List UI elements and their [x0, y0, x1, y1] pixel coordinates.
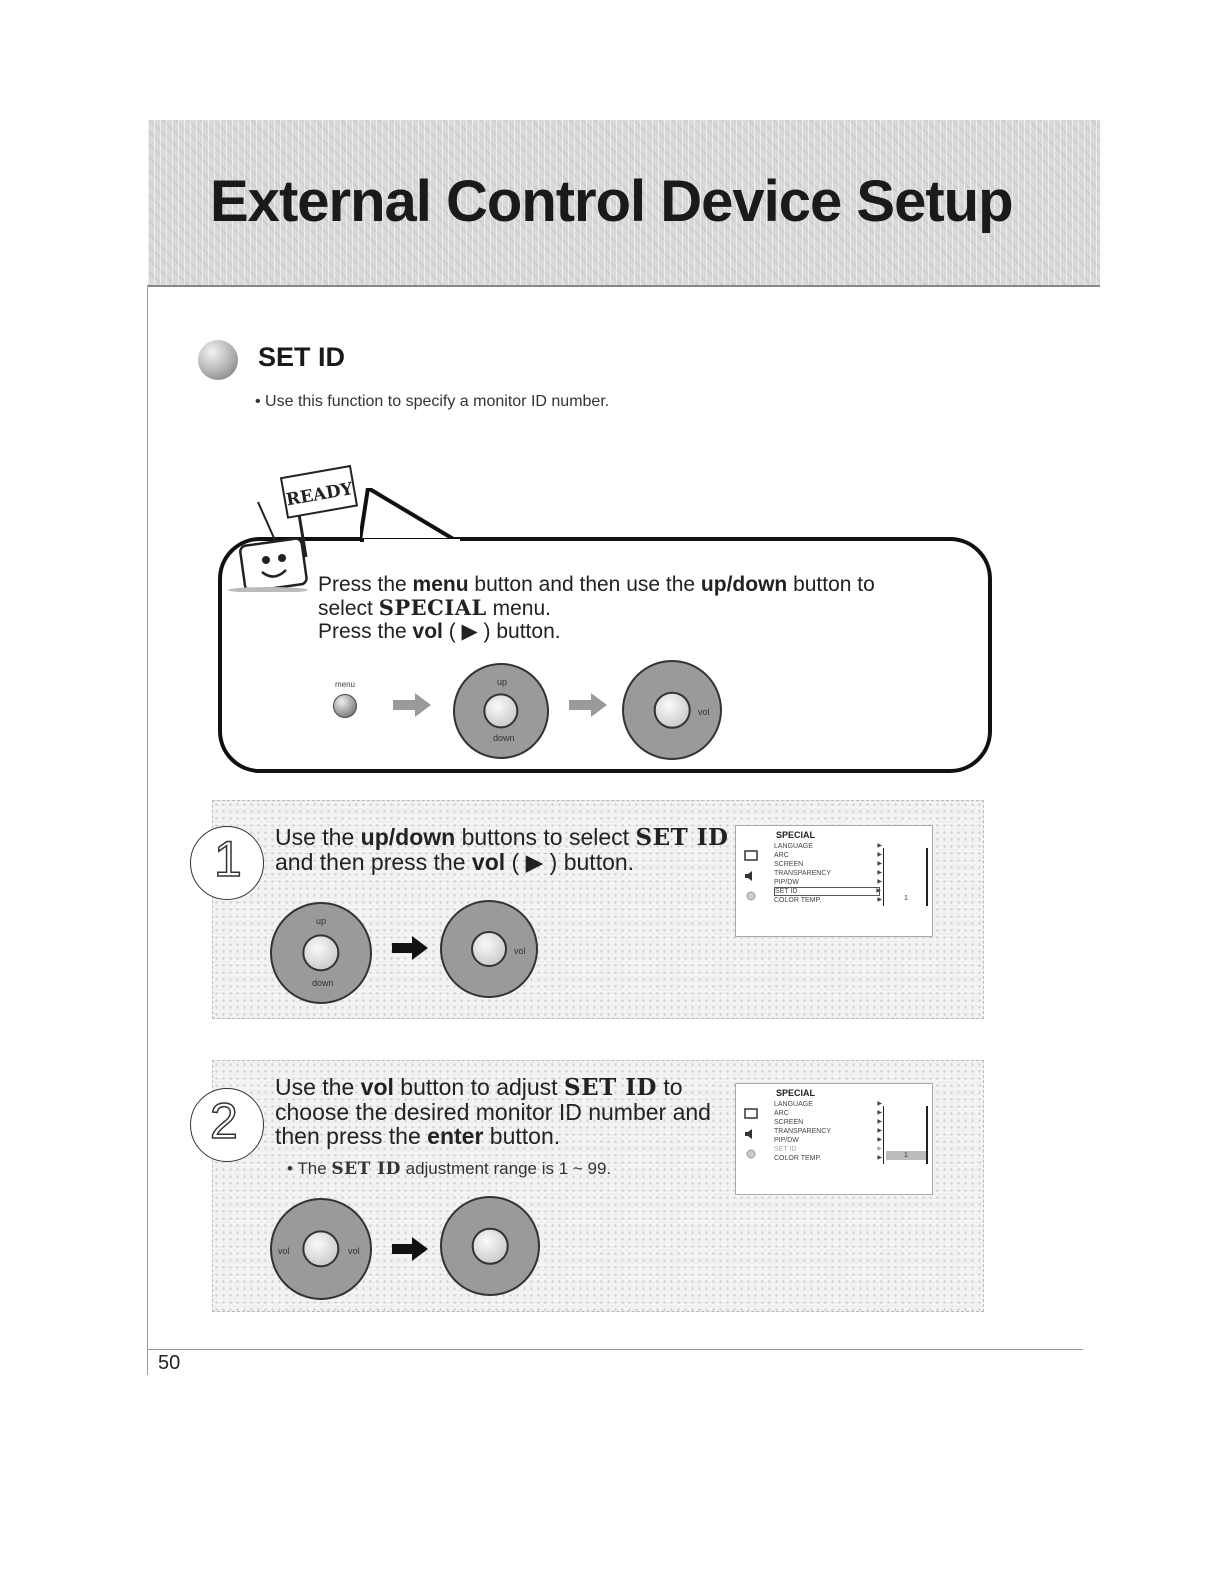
menu-key-label: menu	[334, 680, 355, 689]
dpad-enter-label: enter	[482, 1238, 503, 1248]
header-band	[148, 120, 1100, 287]
step-2-note: • The SET ID adjustment range is 1 ~ 99.	[287, 1159, 612, 1179]
picture-menu-icon	[744, 1108, 758, 1119]
special-menu-icon	[746, 891, 756, 901]
sound-menu-icon	[745, 871, 752, 881]
sound-menu-icon	[745, 1129, 752, 1139]
osd-item[interactable]: ARC▶	[774, 852, 882, 859]
osd-item[interactable]: COLOR TEMP.▶	[774, 1155, 882, 1162]
osd-divider	[883, 1106, 884, 1164]
ready-mascot-icon: READY	[228, 464, 359, 592]
dpad-down-label: down	[493, 733, 515, 743]
step-2-number: 2	[209, 1092, 238, 1150]
osd-item[interactable]: SCREEN▶	[774, 861, 882, 868]
dpad-down-label: down	[312, 978, 334, 988]
step-2-text: Use the vol button to adjust SET ID to c…	[275, 1074, 711, 1149]
osd-item[interactable]: TRANSPARENCY▶	[774, 870, 882, 877]
osd-item[interactable]: TRANSPARENCY▶	[774, 1128, 882, 1135]
osd-divider	[883, 848, 884, 906]
section-bullet-icon	[198, 340, 238, 380]
osd-item-active[interactable]: SET ID▶	[774, 1146, 882, 1153]
step-1-badge	[190, 826, 264, 900]
step-1-up-down-dpad-button[interactable]: up down	[270, 902, 372, 1004]
step-2-vol-dpad-button[interactable]: vol vol	[270, 1198, 372, 1300]
step-2-osd-menu: SPECIAL LANGUAGE▶ ARC▶ SCREEN▶ TRANSPARE…	[735, 1083, 933, 1195]
arrow-right-icon	[392, 936, 428, 960]
dpad-vol-left-label: vol	[278, 1246, 290, 1256]
osd-item[interactable]: LANGUAGE▶	[774, 843, 882, 850]
step-1-text: Use the up/down buttons to select SET ID…	[275, 824, 729, 875]
arrow-right-icon	[569, 693, 607, 717]
page-footer-rule	[147, 1349, 1083, 1350]
dpad-vol-label: vol	[514, 946, 526, 956]
arrow-right-icon	[393, 693, 431, 717]
vol-dpad-button[interactable]: vol	[622, 660, 722, 760]
intro-line-2: select SPECIAL menu.	[318, 595, 551, 620]
intro-line-1: Press the menu button and then use the u…	[318, 573, 875, 596]
osd-set-id-value: 1	[904, 1152, 908, 1159]
intro-line-3: Press the vol ( ▶ ) button.	[318, 620, 561, 643]
page-number: 50	[158, 1352, 181, 1374]
dpad-vol-right-label: vol	[348, 1246, 360, 1256]
osd-submenu: 1	[886, 848, 928, 906]
osd-item[interactable]: PIP/DW▶	[774, 1137, 882, 1144]
step-1-number: 1	[213, 830, 242, 888]
instruction-bubble	[218, 537, 992, 773]
dpad-vol-label: vol	[698, 707, 710, 717]
osd-title: SPECIAL	[776, 1088, 816, 1098]
osd-item-selected[interactable]: SET ID▶	[774, 887, 881, 896]
intro-text: Press the menu button and then use the u…	[318, 573, 875, 643]
page-title: External Control Device Setup	[210, 169, 1014, 234]
step-1-osd-menu: SPECIAL LANGUAGE▶ ARC▶ SCREEN▶ TRANSPARE…	[735, 825, 933, 937]
section-description: • Use this function to specify a monitor…	[255, 393, 610, 410]
step-2-badge	[190, 1088, 264, 1162]
picture-menu-icon	[744, 850, 758, 861]
osd-submenu: 1	[886, 1106, 928, 1164]
osd-item-list: LANGUAGE▶ ARC▶ SCREEN▶ TRANSPARENCY▶ PIP…	[774, 842, 882, 905]
up-down-dpad-button[interactable]: up down	[453, 663, 549, 759]
special-menu-icon	[746, 1149, 756, 1159]
osd-title: SPECIAL	[776, 830, 816, 840]
step-1-vol-dpad-button[interactable]: vol	[440, 900, 538, 998]
step-2-enter-dpad-button[interactable]: enter	[440, 1196, 540, 1296]
osd-item[interactable]: LANGUAGE▶	[774, 1101, 882, 1108]
osd-item-list: LANGUAGE▶ ARC▶ SCREEN▶ TRANSPARENCY▶ PIP…	[774, 1100, 882, 1163]
dpad-up-label: up	[497, 677, 508, 687]
osd-item[interactable]: PIP/DW▶	[774, 879, 882, 886]
dpad-up-label: up	[316, 916, 327, 926]
arrow-right-icon	[392, 1237, 428, 1261]
menu-button[interactable]	[333, 694, 357, 718]
osd-item[interactable]: COLOR TEMP.▶	[774, 897, 882, 904]
bubble-tail	[360, 488, 460, 547]
section-title: SET ID	[258, 342, 346, 372]
osd-item[interactable]: SCREEN▶	[774, 1119, 882, 1126]
osd-set-id-highlight	[886, 1151, 926, 1160]
osd-item[interactable]: ARC▶	[774, 1110, 882, 1117]
page-rule-left	[147, 285, 148, 1375]
osd-set-id-value: 1	[904, 895, 908, 902]
